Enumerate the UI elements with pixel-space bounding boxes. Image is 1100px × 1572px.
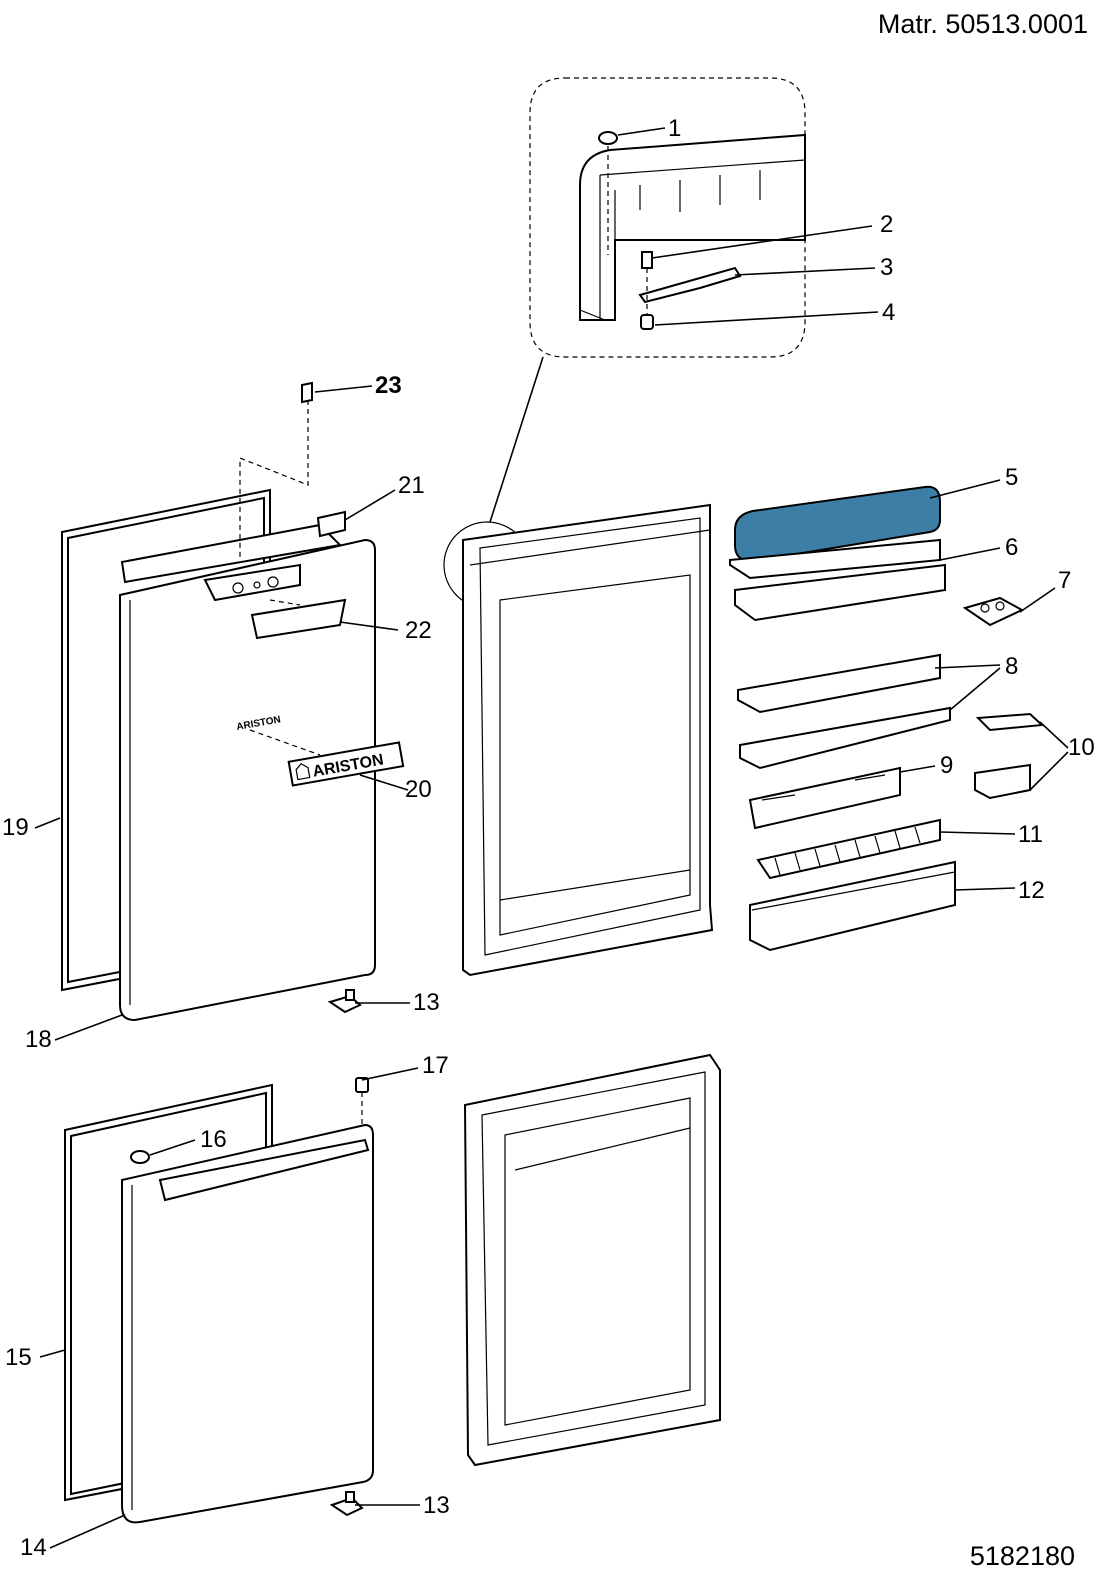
- callout-12: 12: [1018, 877, 1045, 904]
- callout-13-upper: 13: [413, 989, 440, 1016]
- callout-2: 2: [880, 211, 893, 238]
- callout-10: 10: [1068, 734, 1095, 761]
- hinge-bushing-part-4: [640, 314, 654, 330]
- hinge-cap-part-1: [598, 131, 618, 255]
- material-code: Matr. 50513.0001: [878, 9, 1088, 39]
- door-handle-bar-21: [120, 523, 343, 584]
- lower-door-handle: [158, 1138, 370, 1202]
- lower-door-panel-14: [121, 1123, 374, 1524]
- container-part-10: [974, 712, 1045, 800]
- callout-4: 4: [882, 299, 895, 326]
- bottle-rack-part-11: [756, 818, 941, 880]
- door-hinge-lower-13b: [329, 1491, 364, 1517]
- callout-11: 11: [1018, 821, 1043, 848]
- callout-14: 14: [20, 1534, 47, 1561]
- upper-door-liner: [462, 503, 714, 977]
- callout-6: 6: [1005, 534, 1018, 561]
- callout-labels: 1 2 3 4 5 6 7 8 9 10 11 12 13 13 14 15 1…: [2, 115, 1095, 1561]
- callout-8: 8: [1005, 653, 1018, 680]
- callout-9: 9: [940, 752, 953, 779]
- leader-lines: [34, 127, 1069, 1549]
- callout-20: 20: [405, 776, 432, 803]
- callout-7: 7: [1058, 567, 1071, 594]
- callout-16: 16: [200, 1126, 227, 1153]
- callout-23: 23: [375, 372, 402, 399]
- callout-18: 18: [25, 1026, 52, 1053]
- callout-21: 21: [398, 472, 425, 499]
- hinge-detail-inset: [529, 77, 806, 358]
- inset-connector-line: [489, 356, 544, 523]
- inset-door-corner: [579, 133, 806, 321]
- shelves-part-8: [737, 653, 951, 770]
- inset-border: [529, 77, 806, 358]
- callout-13-lower: 13: [423, 1492, 450, 1519]
- callout-22: 22: [405, 617, 432, 644]
- bottle-shelf-part-12: [749, 860, 956, 952]
- hinge-cap-part-16: [130, 1150, 150, 1164]
- logo-badge-20: ARISTON: [287, 741, 405, 787]
- door-hinge-lower-13a: [327, 989, 362, 1014]
- egg-tray-part-7: [962, 596, 1025, 627]
- display-panel-22: [250, 598, 347, 640]
- upper-door-panel-18: ARISTON ARISTON: [119, 400, 405, 1022]
- hinge-pin-part-17: [355, 1077, 369, 1125]
- callout-5: 5: [1005, 464, 1018, 491]
- callout-17: 17: [422, 1052, 449, 1079]
- lower-door-liner: [463, 1053, 721, 1467]
- callout-15: 15: [5, 1344, 32, 1371]
- part-23-clip: [301, 381, 313, 404]
- drawing-number: 5182180: [970, 1541, 1075, 1571]
- callout-19: 19: [2, 814, 29, 841]
- callout-3: 3: [880, 254, 893, 281]
- shelf-part-6: [729, 538, 946, 622]
- shelf-divider-part-9: [748, 766, 901, 830]
- hinge-bracket-part-3: [638, 266, 742, 304]
- callout-1: 1: [668, 115, 681, 142]
- hinge-pin-part-2: [641, 251, 653, 269]
